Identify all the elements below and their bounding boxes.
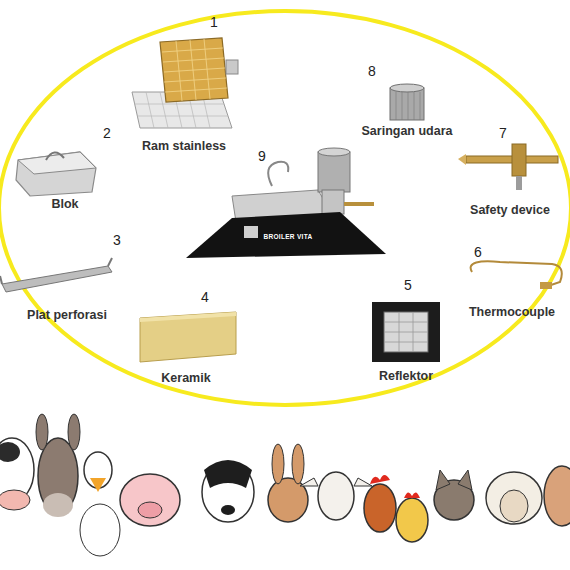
filter-mesh bbox=[396, 92, 420, 120]
part-name: Ram stainless bbox=[142, 139, 226, 153]
brooder-filter-top bbox=[318, 148, 350, 156]
thermocouple-tip bbox=[540, 282, 552, 289]
ram-clip bbox=[226, 60, 238, 74]
brooder-filter bbox=[318, 152, 350, 192]
thermocouple-part bbox=[471, 261, 562, 289]
brooder-assembly bbox=[186, 148, 386, 258]
hen-head bbox=[396, 498, 428, 542]
brooder-reflector bbox=[186, 212, 386, 258]
pig-snout bbox=[138, 502, 162, 518]
rabbit-ear bbox=[272, 444, 284, 484]
blok-handle bbox=[46, 152, 64, 160]
ceramic-edge bbox=[140, 312, 236, 322]
cow-nose bbox=[0, 490, 30, 510]
goose-beak bbox=[90, 478, 106, 492]
goat-ear bbox=[300, 478, 318, 486]
brooder-hook bbox=[268, 162, 288, 186]
reflector-frame bbox=[372, 302, 440, 362]
callout-number: 2 bbox=[103, 125, 111, 141]
saringan-udara-part bbox=[390, 84, 424, 120]
blok-body bbox=[16, 152, 96, 196]
callout-number: 4 bbox=[201, 289, 209, 305]
donkey-ear bbox=[68, 414, 80, 450]
plate-tab bbox=[0, 276, 2, 284]
part-name: Blok bbox=[51, 197, 78, 211]
sheep-head bbox=[486, 472, 542, 524]
rooster-head bbox=[364, 484, 396, 532]
keramik-part bbox=[140, 312, 236, 362]
pig-head bbox=[120, 474, 180, 526]
dog-patch bbox=[204, 460, 252, 488]
animal-head bbox=[544, 466, 570, 526]
reflector-grid bbox=[384, 312, 428, 352]
filter-top bbox=[390, 84, 424, 92]
hen-comb bbox=[404, 492, 420, 498]
brooder-neck bbox=[322, 190, 344, 214]
animal-row bbox=[0, 414, 570, 570]
donkey-muzzle bbox=[43, 493, 73, 517]
dog-nose bbox=[221, 505, 235, 515]
part-name: Safety device bbox=[470, 203, 550, 217]
callout-number: 3 bbox=[113, 232, 121, 248]
perforated-plate bbox=[2, 266, 112, 292]
cat-ear bbox=[436, 470, 450, 490]
plate-tab bbox=[108, 258, 112, 266]
goat-head bbox=[318, 472, 354, 520]
rooster-comb bbox=[370, 475, 390, 484]
rabbit-ear bbox=[292, 444, 304, 484]
blok-part bbox=[16, 152, 96, 196]
goose-body bbox=[80, 504, 120, 556]
valve-stem bbox=[516, 176, 522, 190]
callout-number: 5 bbox=[404, 277, 412, 293]
reflector-window bbox=[384, 312, 428, 352]
ram-stainless-part bbox=[132, 38, 238, 128]
brooder-valve bbox=[344, 202, 374, 206]
blok-top bbox=[18, 152, 96, 174]
valve-nozzle bbox=[458, 154, 466, 165]
part-name: Plat perforasi bbox=[27, 308, 107, 322]
goat-ear bbox=[354, 478, 372, 486]
callout-number: 6 bbox=[474, 244, 482, 260]
honeycomb-lines bbox=[162, 39, 227, 101]
callout-number: 9 bbox=[258, 148, 266, 164]
valve-body bbox=[512, 144, 526, 176]
brand-logo: BROILER VITA bbox=[264, 233, 313, 240]
callout-number: 1 bbox=[210, 14, 218, 30]
cow-patch bbox=[0, 442, 20, 462]
callout-number: 8 bbox=[368, 63, 376, 79]
ceramic-block bbox=[140, 312, 236, 362]
honeycomb-plate bbox=[160, 38, 228, 102]
donkey-ear bbox=[36, 414, 48, 450]
reflektor-part bbox=[372, 302, 440, 362]
plat-perforasi-part bbox=[0, 258, 112, 292]
safety-device-part bbox=[458, 144, 558, 190]
cat-ear bbox=[458, 470, 472, 490]
callout-number: 7 bbox=[499, 125, 507, 141]
part-name: Saringan udara bbox=[362, 124, 453, 138]
part-name: Reflektor bbox=[379, 369, 433, 383]
brooder-logo-mark bbox=[244, 226, 258, 238]
filter-cylinder bbox=[390, 88, 424, 120]
yellow-ellipse bbox=[0, 11, 570, 405]
part-name: Keramik bbox=[161, 371, 210, 385]
sheep-face bbox=[500, 490, 528, 522]
part-name: Thermocouple bbox=[469, 305, 555, 319]
